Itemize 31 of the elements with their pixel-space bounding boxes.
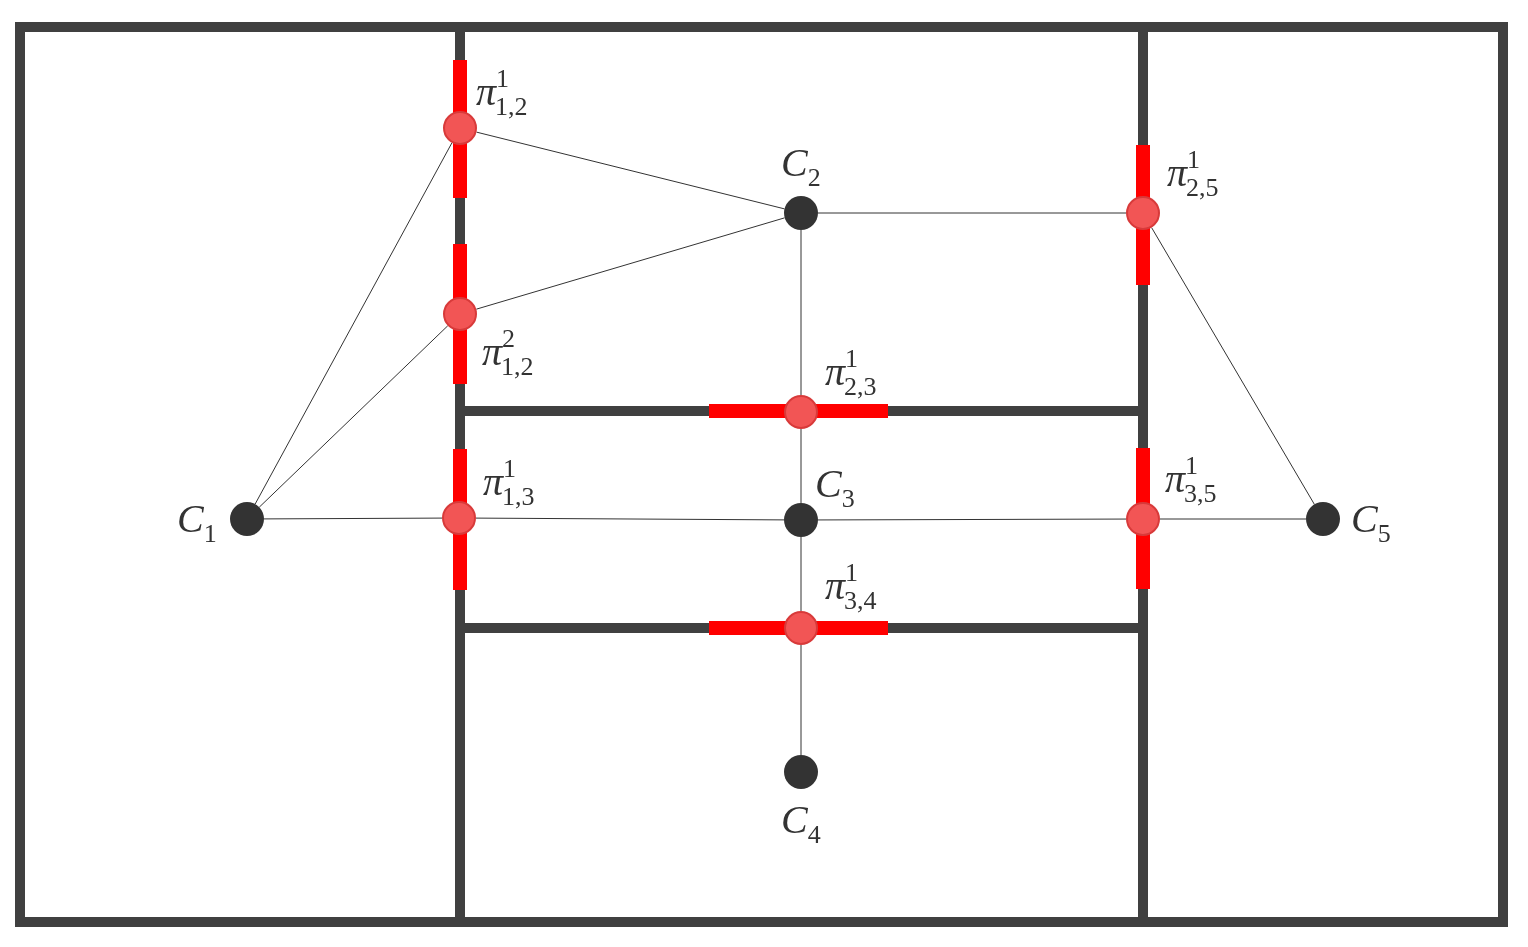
cell-point	[1306, 502, 1340, 536]
portal-point	[1126, 502, 1160, 536]
portal-point	[784, 395, 818, 429]
cell-point	[784, 196, 818, 230]
connector-line	[475, 517, 785, 521]
portal-point	[442, 501, 476, 535]
connector-line	[475, 217, 786, 310]
connector-line	[476, 131, 785, 210]
cell-point	[784, 503, 818, 537]
connector-line	[817, 212, 1127, 214]
portal-point	[443, 297, 477, 331]
portal-point	[443, 111, 477, 145]
connector-line	[258, 325, 449, 508]
cell-point	[784, 755, 818, 789]
portal-point	[784, 611, 818, 645]
cell-point	[230, 502, 264, 536]
connector-line	[254, 142, 453, 505]
connector-line	[800, 428, 802, 504]
point-label: C$_{4}$	[781, 800, 821, 848]
connector-line	[1151, 227, 1315, 505]
connector-line	[817, 518, 1127, 521]
connector-line	[800, 644, 802, 756]
connector-line	[800, 536, 802, 612]
connector-line	[800, 229, 802, 396]
point-label: C$_{1}$	[177, 499, 217, 547]
portal-point	[1126, 196, 1160, 230]
point-label: C$_{3}$	[815, 464, 855, 512]
point-label: C$_{2}$	[781, 143, 821, 191]
point-label: C$_{5}$	[1351, 499, 1391, 547]
connector-line	[1159, 518, 1307, 520]
connector-line	[263, 517, 443, 520]
